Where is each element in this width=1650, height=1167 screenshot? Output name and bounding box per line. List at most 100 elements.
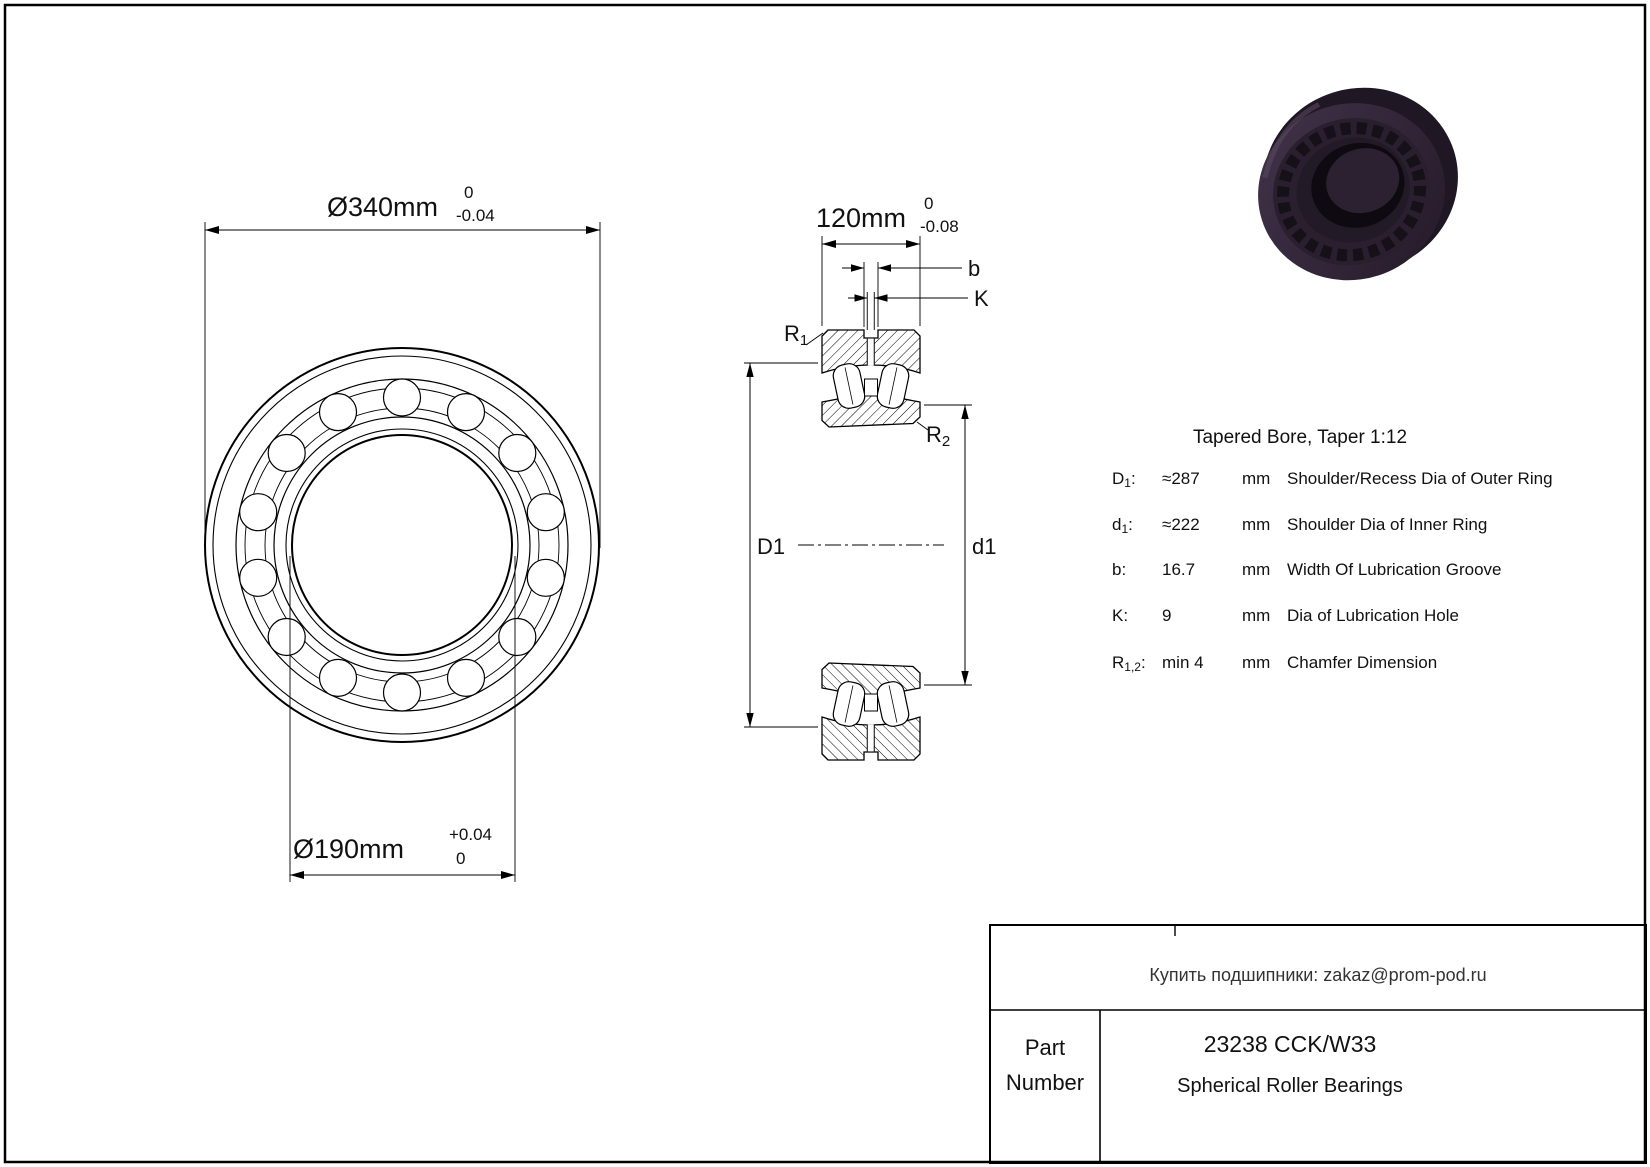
title-block: Купить подшипники: zakaz@prom-pod.ru Par… (989, 924, 1647, 1164)
r1-leader-line (805, 332, 824, 346)
spec-value: min 4 (1162, 653, 1204, 672)
part-label-line1: Part (1025, 1035, 1065, 1060)
r2-sub: 2 (942, 433, 950, 450)
spec-desc: Dia of Lubrication Hole (1287, 606, 1459, 625)
width-tol-lower: -0.08 (920, 217, 959, 236)
roller-circle (239, 558, 278, 597)
D1-label: D1 (757, 534, 785, 559)
dimension-hole-k (848, 292, 968, 330)
r1-sub: 1 (800, 332, 808, 349)
spec-value: 16.7 (1162, 560, 1195, 579)
r2-main: R (926, 422, 942, 447)
roller-circle (318, 658, 358, 698)
spec-label: D1: (1112, 469, 1136, 490)
roller-circle (382, 378, 422, 417)
roller-circle (382, 673, 422, 712)
spec-unit: mm (1242, 606, 1270, 625)
inner-ring-shoulder-circle (273, 416, 531, 674)
arrowhead (961, 671, 969, 685)
bore-diameter-tol-lower: 0 (456, 849, 465, 868)
roller-circle (446, 658, 486, 698)
specs-row-d1: d1: ≈222 mm Shoulder Dia of Inner Ring (1112, 515, 1487, 536)
spec-value: ≈287 (1162, 469, 1200, 488)
spec-label: d1: (1112, 515, 1133, 536)
spec-desc: Chamfer Dimension (1287, 653, 1437, 672)
arrowhead (822, 240, 836, 248)
title-block-border (989, 924, 1647, 1164)
outer-diameter-tol-upper: 0 (464, 183, 473, 202)
roller-circle (526, 558, 565, 597)
part-label-line2: Number (1006, 1070, 1084, 1095)
front-view (204, 347, 600, 743)
chamfer-r1-label: R1 (784, 321, 808, 349)
groove-width-label: b (968, 256, 980, 281)
roller-circle (267, 617, 306, 657)
chamfer-r2-label: R2 (926, 422, 950, 450)
spec-unit: mm (1242, 515, 1270, 534)
bearing-3d-render (1258, 87, 1458, 281)
specs-row-K: K: 9 mm Dia of Lubrication Hole (1112, 606, 1459, 625)
outer-diameter-tol-lower: -0.04 (456, 206, 495, 225)
spec-label-main: R (1112, 653, 1124, 672)
roller-circle (498, 617, 537, 657)
r1-main: R (784, 321, 800, 346)
arrowhead (205, 226, 219, 234)
roller-circle (498, 433, 537, 473)
bore-diameter-text: Ø190mm (293, 834, 404, 864)
bearing-3d-bore-wall (1326, 148, 1400, 214)
arrowhead (878, 264, 891, 272)
spec-unit: mm (1242, 469, 1270, 488)
spec-desc: Shoulder/Recess Dia of Outer Ring (1287, 469, 1553, 488)
spec-label-colon: : (1128, 515, 1133, 534)
roller-axis-line (844, 367, 854, 405)
arrowhead (961, 405, 969, 419)
specs-row-D1: D1: ≈287 mm Shoulder/Recess Dia of Outer… (1112, 469, 1553, 490)
arrowhead (586, 226, 600, 234)
cage-inner-circle (264, 407, 540, 683)
roller-circle (526, 493, 565, 532)
contact-email-text: Купить подшипники: zakaz@prom-pod.ru (1149, 965, 1486, 985)
dimension-outer-diameter (204, 222, 601, 548)
page-border (3, 3, 1647, 1164)
spec-unit: mm (1242, 653, 1270, 672)
dimension-d1 (924, 404, 972, 686)
arrowhead (851, 264, 864, 272)
spec-label-colon: : (1141, 653, 1146, 672)
arrowhead (854, 294, 868, 302)
arrowhead (874, 294, 888, 302)
bearing-3d-highlight (1262, 102, 1321, 179)
dimension-bore-diameter (289, 556, 516, 882)
spec-value: ≈222 (1162, 515, 1200, 534)
section-top-half (821, 329, 921, 428)
spec-value: 9 (1162, 606, 1171, 625)
arrowhead (501, 871, 515, 879)
roller-axis-line (888, 367, 898, 405)
lubrication-hole (867, 338, 875, 366)
width-tol-upper: 0 (924, 194, 933, 213)
roller-circle (267, 433, 306, 473)
roller-circle (446, 393, 486, 432)
part-number-text: 23238 CCK/W33 (1204, 1031, 1377, 1057)
section-bottom-half (821, 662, 921, 761)
outer-diameter-text: Ø340mm (327, 192, 438, 222)
specs-row-b: b: 16.7 mm Width Of Lubrication Groove (1112, 560, 1501, 579)
arrowhead (746, 363, 754, 377)
spec-label: b: (1112, 560, 1126, 579)
spec-label-main: d (1112, 515, 1121, 534)
spec-desc: Shoulder Dia of Inner Ring (1287, 515, 1487, 534)
roller-circle (318, 393, 358, 432)
spec-label-main: D (1112, 469, 1124, 488)
spec-label-sub: 1,2 (1124, 660, 1141, 674)
dimension-width (821, 236, 921, 326)
bore-chamfer-circle (285, 428, 519, 662)
roller-left-section (832, 363, 866, 409)
arrowhead (290, 871, 304, 879)
hole-dia-label: K (974, 286, 989, 311)
outer-chamfer-circle (212, 355, 592, 735)
bore-diameter-tol-upper: +0.04 (449, 825, 492, 844)
arrowhead (906, 240, 920, 248)
spec-desc: Width Of Lubrication Groove (1287, 560, 1501, 579)
roller-set (239, 378, 565, 712)
spec-label-sub: 1 (1124, 476, 1131, 490)
